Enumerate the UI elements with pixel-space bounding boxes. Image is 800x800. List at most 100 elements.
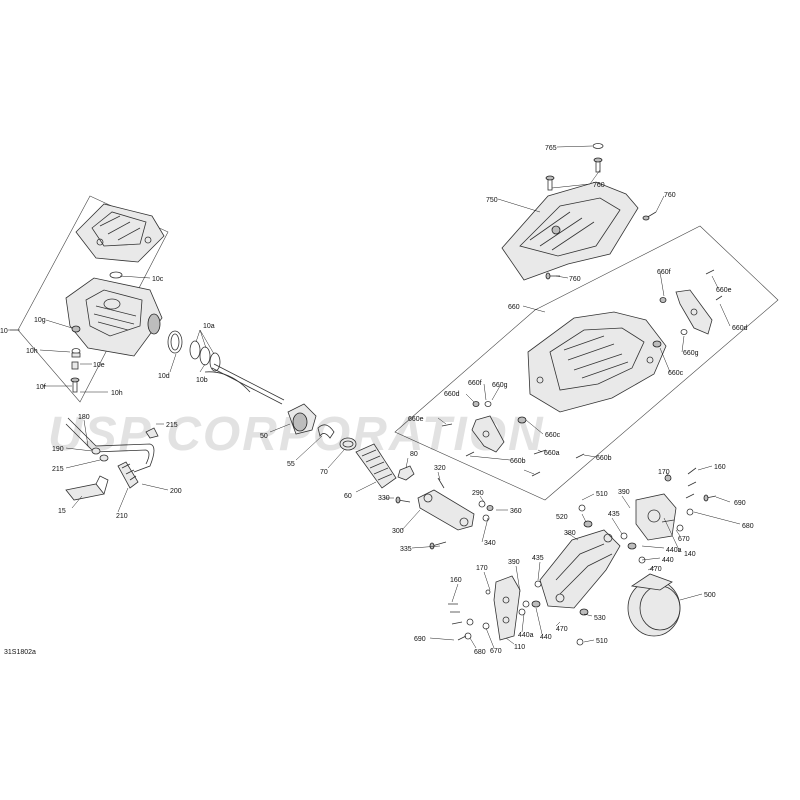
callout-440a: 440a — [666, 547, 682, 554]
callout-660c: 660c — [668, 370, 684, 377]
callout-170: 170 — [476, 565, 488, 572]
callout-180: 180 — [78, 414, 90, 421]
callout-660: 660 — [508, 304, 520, 311]
callout-160: 160 — [714, 464, 726, 471]
callout-10h: 10h — [111, 390, 123, 397]
callout-80: 80 — [410, 451, 418, 458]
callout-530: 530 — [594, 615, 606, 622]
bolt-760d — [545, 272, 560, 280]
callout-520: 520 — [556, 514, 568, 521]
callout-50: 50 — [260, 433, 268, 440]
callout-440: 440 — [540, 634, 552, 641]
callout-680: 680 — [474, 649, 486, 656]
callout-340: 340 — [484, 540, 496, 547]
callout-660b: 660b — [510, 458, 526, 465]
boot-210 — [117, 461, 139, 489]
callout-10a: 10a — [203, 323, 215, 330]
callout-760: 760 — [593, 182, 605, 189]
callout-670: 670 — [678, 536, 690, 543]
callout-10e: 10e — [93, 362, 105, 369]
callout-510: 510 — [596, 491, 608, 498]
hose-200 — [65, 417, 155, 473]
callout-440a: 440a — [518, 632, 534, 639]
callout-10d: 10d — [158, 373, 170, 380]
coupler-50 — [287, 403, 317, 435]
callout-660g: 660g — [683, 350, 699, 357]
drive-shaft-part — [204, 363, 285, 405]
ring-70 — [339, 437, 357, 451]
bolt-760a — [593, 157, 603, 173]
callout-470: 470 — [556, 626, 568, 633]
o-ring-10c — [109, 271, 123, 279]
seal-ring-10d — [167, 330, 183, 354]
hardware-lower-group — [448, 467, 717, 646]
callout-510: 510 — [596, 638, 608, 645]
callout-660g: 660g — [492, 382, 508, 389]
callout-leaders — [8, 145, 741, 649]
bracket-660-left — [471, 415, 505, 453]
callout-10: 10 — [0, 328, 8, 335]
callout-190: 190 — [52, 446, 64, 453]
callout-110: 110 — [514, 644, 525, 651]
bracket-140 — [635, 493, 677, 541]
callout-660e: 660e — [408, 416, 424, 423]
engine-cover-assembly-frame — [394, 225, 779, 501]
callout-660f: 660f — [468, 380, 482, 387]
callout-140: 140 — [684, 551, 696, 558]
cover-750 — [501, 181, 639, 281]
callout-680: 680 — [742, 523, 754, 530]
cover-660 — [527, 311, 667, 413]
callout-10c: 10c — [152, 276, 164, 283]
nut-80 — [397, 465, 415, 481]
link-300 — [417, 489, 475, 531]
bracket-380 — [539, 529, 621, 609]
callout-660a: 660a — [544, 450, 560, 457]
callout-10g: 10g — [34, 317, 46, 324]
fastener-10e — [71, 361, 79, 370]
callout-390: 390 — [618, 489, 630, 496]
fastener-10h — [71, 348, 81, 358]
boot-60 — [355, 443, 397, 489]
callout-435: 435 — [532, 555, 544, 562]
callout-765: 765 — [545, 145, 557, 152]
callout-360: 360 — [510, 508, 522, 515]
o-rings-10a-10b — [189, 340, 221, 372]
callout-210: 210 — [116, 513, 128, 520]
callout-440: 440 — [662, 557, 674, 564]
callout-55: 55 — [287, 461, 295, 468]
bracket-660-right — [675, 289, 713, 335]
callout-660f: 660f — [657, 269, 671, 276]
callout-10f: 10f — [36, 384, 46, 391]
callout-690: 690 — [734, 500, 746, 507]
callout-215: 215 — [166, 422, 178, 429]
callout-690: 690 — [414, 636, 426, 643]
callout-435: 435 — [608, 511, 620, 518]
callout-215: 215 — [52, 466, 64, 473]
callout-160: 160 — [450, 577, 462, 584]
callout-335: 335 — [400, 546, 412, 553]
callout-760: 760 — [569, 276, 581, 283]
callout-10h: 10h — [26, 348, 38, 355]
fastener-10g — [71, 325, 81, 333]
throttle-body-500 — [627, 573, 681, 637]
bolt-10f — [70, 377, 80, 393]
callout-670: 670 — [490, 648, 502, 655]
callout-200: 200 — [170, 488, 182, 495]
callout-10b: 10b — [196, 377, 208, 384]
washer-765 — [592, 143, 604, 149]
callout-170: 170 — [658, 469, 670, 476]
callout-760: 760 — [664, 192, 676, 199]
callout-660b: 660b — [596, 455, 612, 462]
callout-660d: 660d — [444, 391, 460, 398]
bracket-15 — [65, 475, 109, 501]
callout-15: 15 — [58, 508, 66, 515]
callout-500: 500 — [704, 592, 716, 599]
diagram-reference-code: 31S1802a — [4, 649, 36, 656]
callout-labels: 765 760 750 760 760 660 660f 660e 660d 6… — [0, 145, 754, 656]
clamp-55 — [317, 424, 335, 439]
callout-300: 300 — [392, 528, 404, 535]
callout-290: 290 — [472, 490, 484, 497]
clamp-190 — [91, 447, 101, 455]
clamp-215a — [145, 427, 159, 439]
callout-60: 60 — [344, 493, 352, 500]
